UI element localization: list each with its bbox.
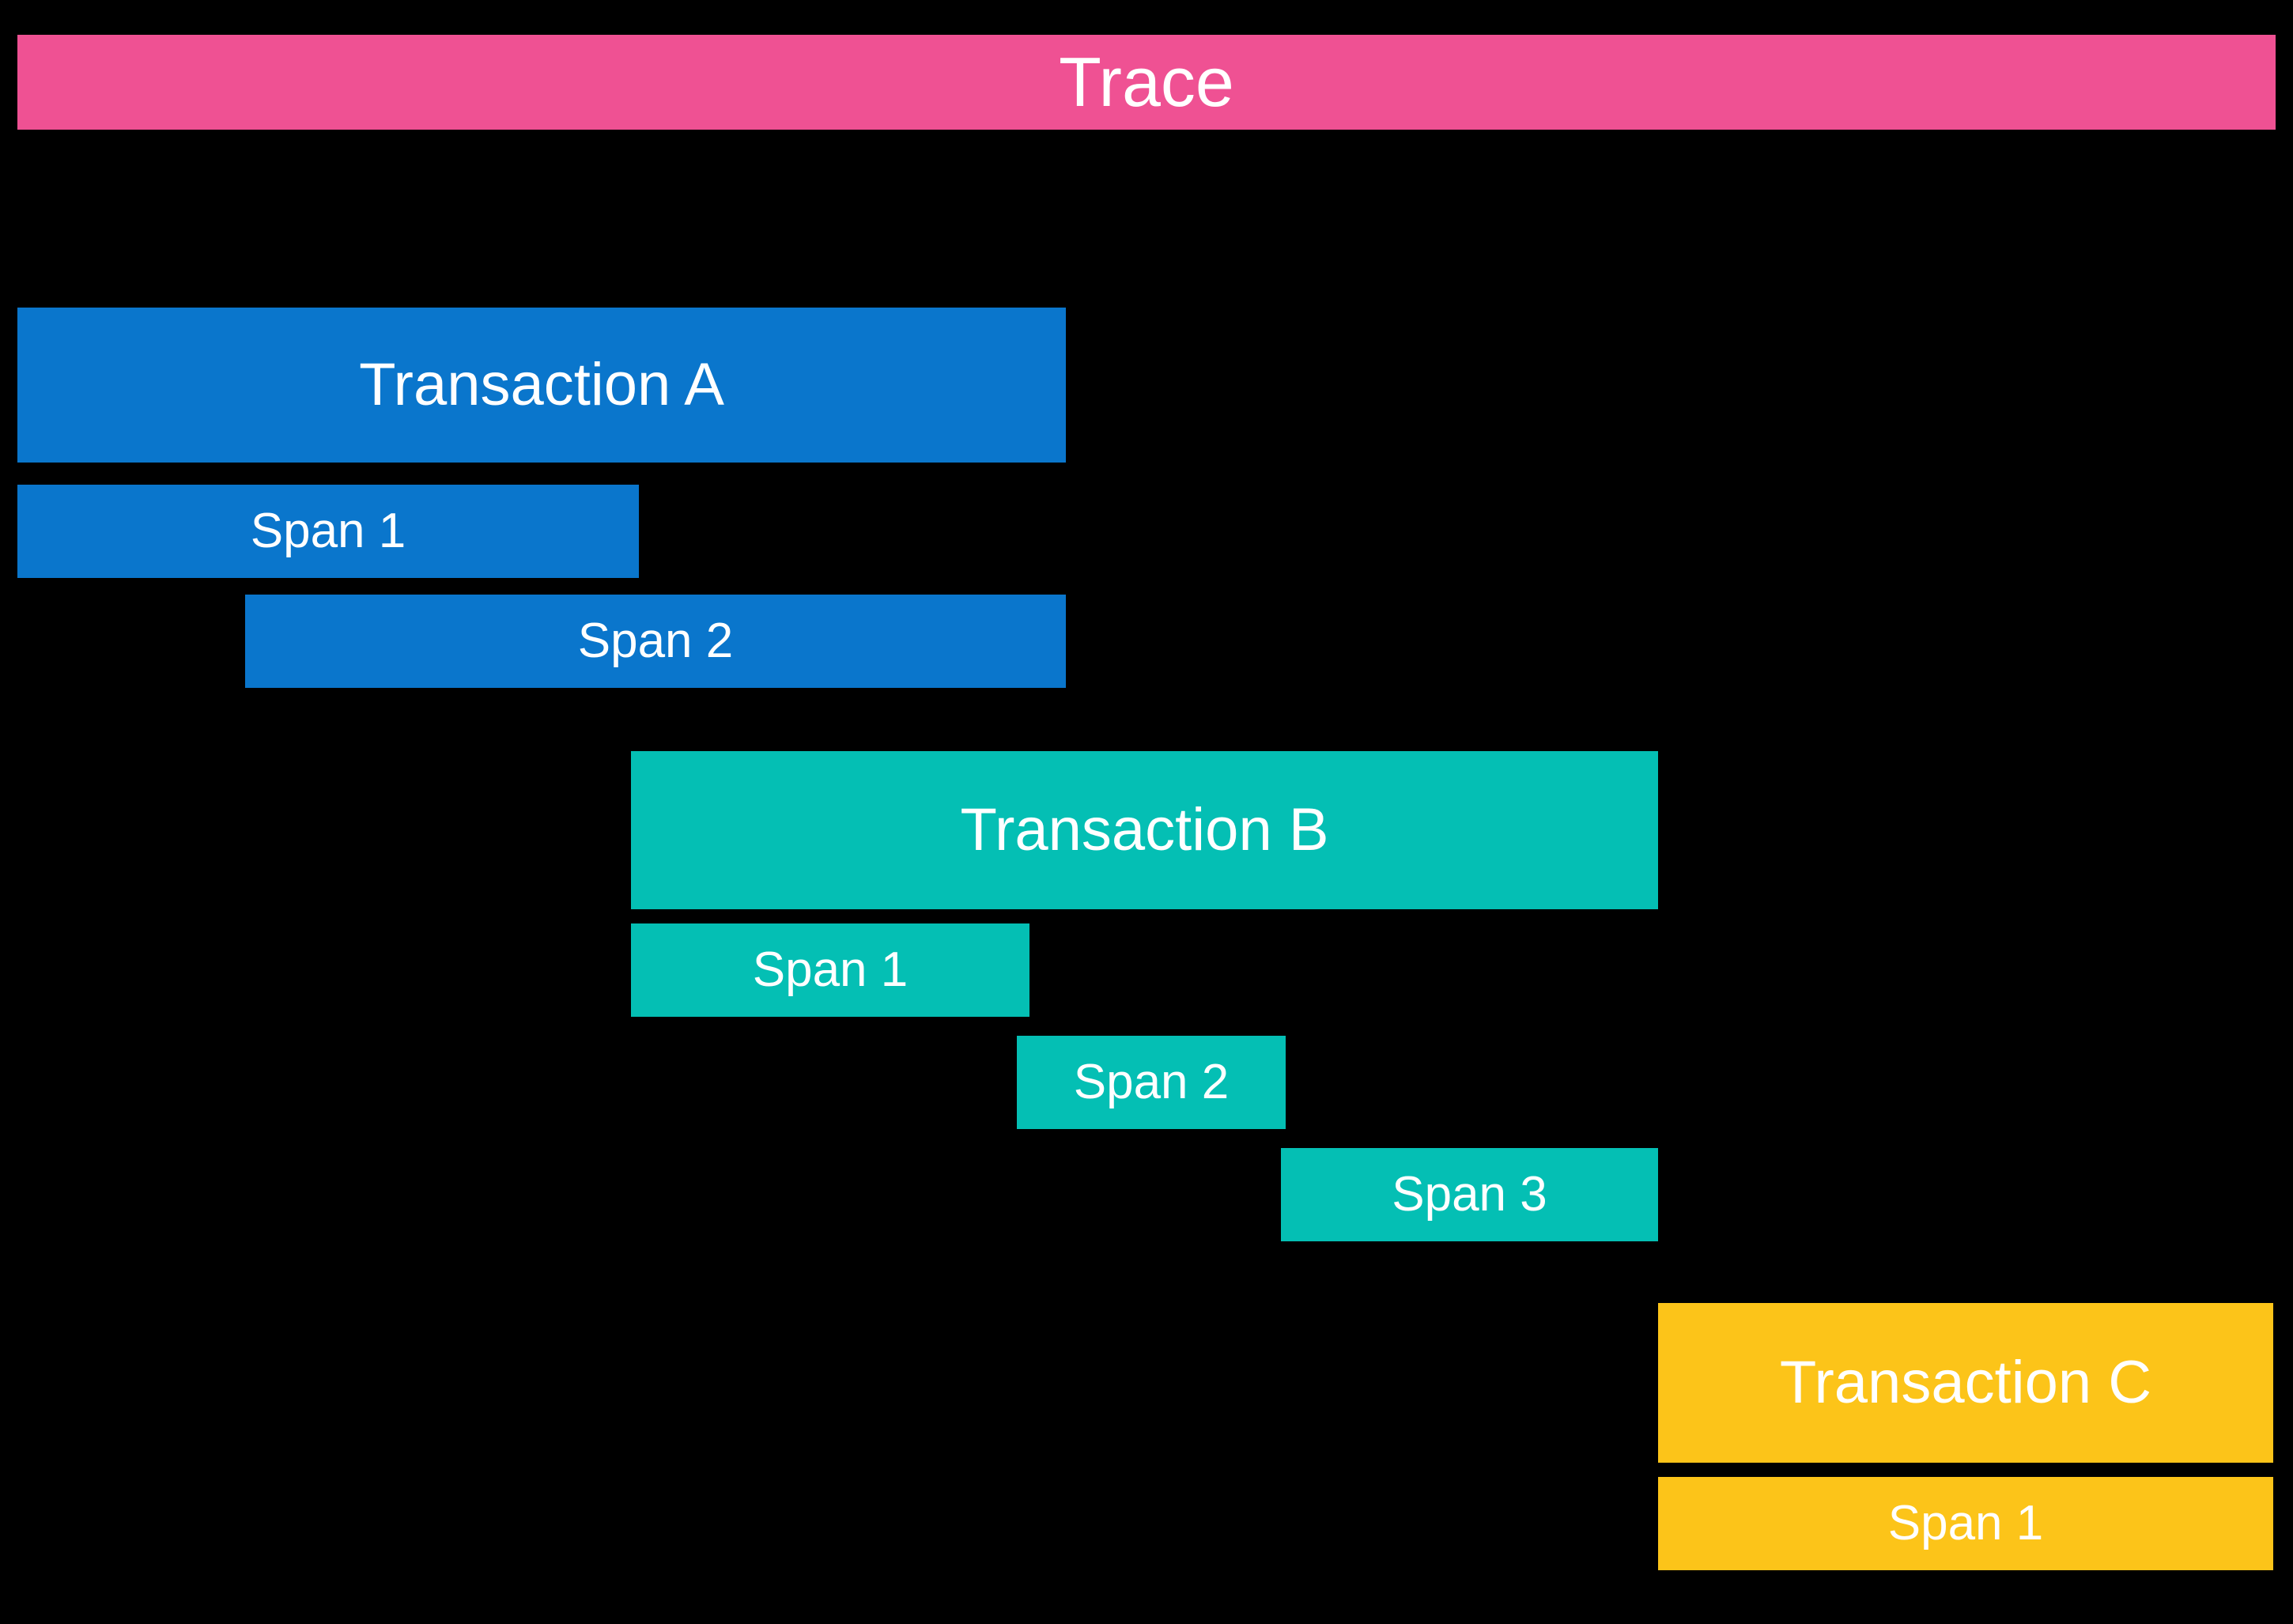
transaction-b-label: Transaction B [960, 796, 1329, 863]
transaction-c-span-1-label: Span 1 [1887, 1496, 2044, 1550]
transaction-b-span-2-label: Span 2 [1073, 1055, 1230, 1109]
transaction-b-span-3-label: Span 3 [1392, 1167, 1547, 1222]
bar-transaction-b-span-2[interactable]: Span 2 [1017, 1036, 1286, 1129]
trace-label: Trace [1059, 43, 1234, 121]
bar-transaction-a-span-1[interactable]: Span 1 [17, 485, 639, 578]
bar-transaction-a-span-2[interactable]: Span 2 [245, 595, 1066, 688]
bar-trace[interactable]: Trace [17, 35, 2276, 130]
transaction-a-span-1-label: Span 1 [250, 504, 406, 558]
transaction-c-label: Transaction C [1779, 1349, 2152, 1416]
bar-transaction-b-span-3[interactable]: Span 3 [1281, 1148, 1658, 1241]
bar-transaction-c[interactable]: Transaction C [1658, 1303, 2273, 1463]
transaction-a-span-2-label: Span 2 [577, 614, 734, 668]
transaction-a-label: Transaction A [359, 351, 724, 418]
bar-transaction-b-span-1[interactable]: Span 1 [631, 923, 1029, 1017]
bar-transaction-a[interactable]: Transaction A [17, 308, 1066, 463]
bar-transaction-b[interactable]: Transaction B [631, 751, 1658, 909]
bar-transaction-c-span-1[interactable]: Span 1 [1658, 1477, 2273, 1570]
transaction-b-span-1-label: Span 1 [752, 942, 909, 997]
